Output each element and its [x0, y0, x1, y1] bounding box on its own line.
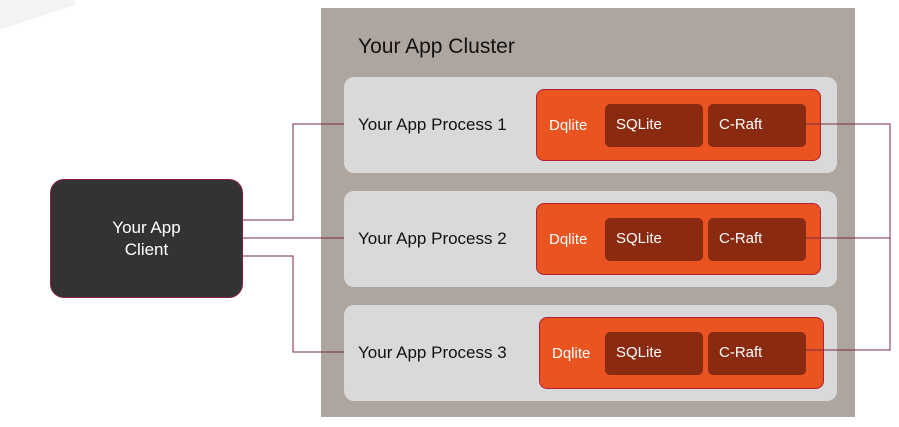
process-label: Your App Process 3 [358, 343, 507, 362]
app-client: Your App Client [50, 179, 243, 298]
client-to-process-3-line [243, 255, 344, 353]
sqlite-module: SQLite [605, 218, 703, 261]
dqlite-label: Dqlite [549, 117, 588, 134]
raft-link-process-3 [806, 238, 891, 351]
client-label-line2: Client [124, 239, 169, 259]
dqlite-container: Dqlite SQLite C-Raft [536, 89, 821, 161]
sqlite-module: SQLite [605, 104, 703, 147]
craft-module: C-Raft [708, 104, 806, 147]
cluster-title: Your App Cluster [358, 35, 515, 58]
app-process-1: Your App Process 1 Dqlite SQLite C-Raft [344, 77, 837, 173]
process-label: Your App Process 2 [358, 229, 507, 248]
dqlite-label: Dqlite [549, 231, 588, 248]
process-label: Your App Process 1 [358, 115, 507, 134]
client-to-process-1-line [243, 123, 344, 221]
client-label: Your App Client [87, 217, 207, 261]
raft-link-process-1 [806, 123, 891, 239]
dqlite-container: Dqlite SQLite C-Raft [536, 203, 821, 275]
app-process-3: Your App Process 3 Dqlite SQLite C-Raft [344, 305, 837, 401]
sqlite-module: SQLite [605, 332, 703, 375]
dqlite-container: Dqlite SQLite C-Raft [539, 317, 824, 389]
app-cluster: Your App Cluster Your App Process 1 Dqli… [321, 8, 855, 417]
craft-module: C-Raft [708, 332, 806, 375]
dqlite-label: Dqlite [552, 345, 591, 362]
app-process-2: Your App Process 2 Dqlite SQLite C-Raft [344, 191, 837, 287]
craft-module: C-Raft [708, 218, 806, 261]
client-label-line1: Your App [112, 217, 181, 237]
